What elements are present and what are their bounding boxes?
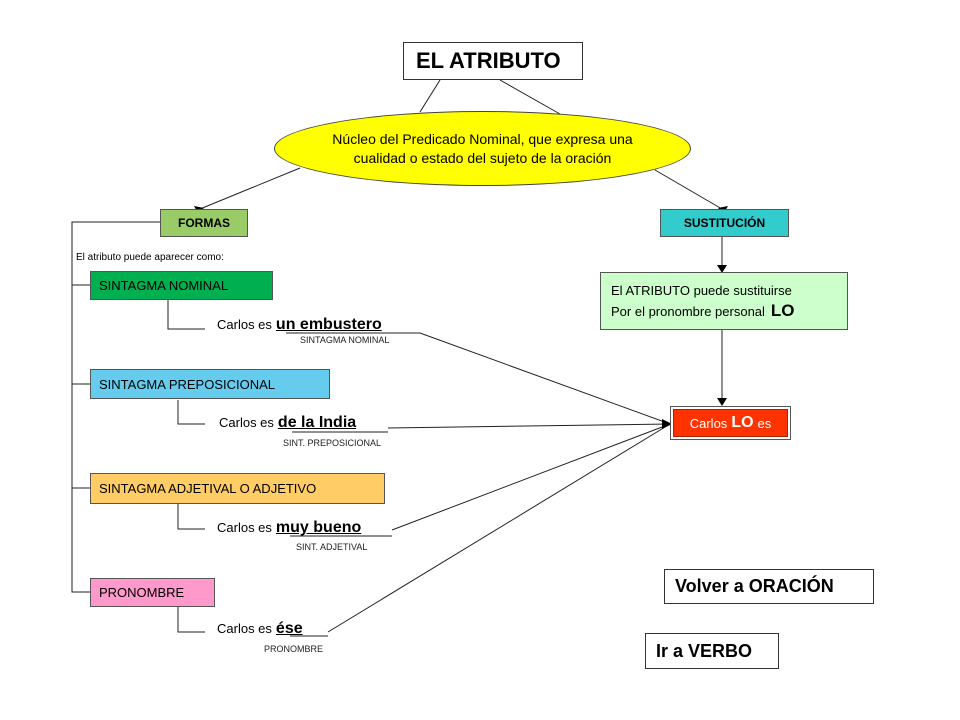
formas-intro: El atributo puede aparecer como:	[76, 252, 224, 263]
line-title-ellipse-right	[499, 79, 561, 115]
line-ellipse-formas	[199, 167, 301, 210]
definition-line-2: cualidad o estado del sujeto de la oraci…	[353, 149, 612, 166]
conn-sa	[391, 423, 671, 531]
sustitucion-explanation: El ATRIBUTO puede sustituirse Por el pro…	[600, 272, 848, 330]
sub-label-sintagma-adjetival: SINT. ADJETIVAL	[296, 542, 368, 552]
page-title: EL ATRIBUTO	[403, 42, 583, 80]
sub-label-pronombre: PRONOMBRE	[264, 644, 324, 654]
line-ellipse-sustitucion	[654, 169, 723, 210]
arrow-sust-box	[717, 265, 727, 273]
result-prefix: Carlos	[689, 415, 728, 431]
definition-line-1: Núcleo del Predicado Nominal, que expres…	[332, 130, 633, 147]
result-pronoun: LO	[731, 414, 754, 431]
example-prefix: Carlos es	[217, 317, 272, 332]
arrow-result-top	[717, 398, 727, 406]
category-sintagma-nominal: SINTAGMA NOMINAL	[90, 271, 273, 300]
formas-bracket	[71, 221, 160, 593]
line-title-ellipse-left	[419, 79, 441, 113]
formas-header: FORMAS	[160, 209, 248, 237]
category-pronombre: PRONOMBRE	[90, 578, 215, 607]
category-sintagma-adjetival: SINTAGMA ADJETIVAL O ADJETIVO	[90, 473, 385, 504]
result-suffix: es	[757, 415, 772, 431]
elbow-sa	[177, 504, 205, 530]
sub-label-sintagma-nominal: SINTAGMA NOMINAL	[300, 335, 390, 345]
category-sintagma-preposicional: SINTAGMA PREPOSICIONAL	[90, 369, 330, 399]
example-word: muy bueno	[275, 519, 362, 536]
sustitucion-header: SUSTITUCIÓN	[660, 209, 789, 237]
example-prefix: Carlos es	[217, 520, 272, 535]
conn-sp	[387, 423, 671, 429]
arrow-result-left	[662, 419, 672, 429]
example-word: de la India	[277, 414, 357, 431]
example-word: ése	[275, 620, 303, 637]
elbow-sn	[167, 300, 205, 330]
ir-verbo-button[interactable]: Ir a VERBO	[645, 633, 779, 669]
sustitucion-line-1: El ATRIBUTO puede sustituirse	[611, 282, 792, 298]
definition-ellipse: Núcleo del Predicado Nominal, que expres…	[274, 111, 691, 186]
sub-label-sintagma-preposicional: SINT. PREPOSICIONAL	[283, 438, 382, 448]
example-prefix: Carlos es	[219, 415, 274, 430]
volver-oracion-button[interactable]: Volver a ORACIÓN	[664, 569, 874, 604]
elbow-pr	[177, 602, 205, 633]
example-word: un embustero	[275, 316, 382, 333]
conn-sn	[419, 332, 671, 425]
elbow-sp	[177, 400, 205, 425]
sustitucion-pronoun: LO	[770, 300, 795, 320]
conn-pr	[327, 423, 671, 633]
example-prefix: Carlos es	[217, 621, 272, 636]
